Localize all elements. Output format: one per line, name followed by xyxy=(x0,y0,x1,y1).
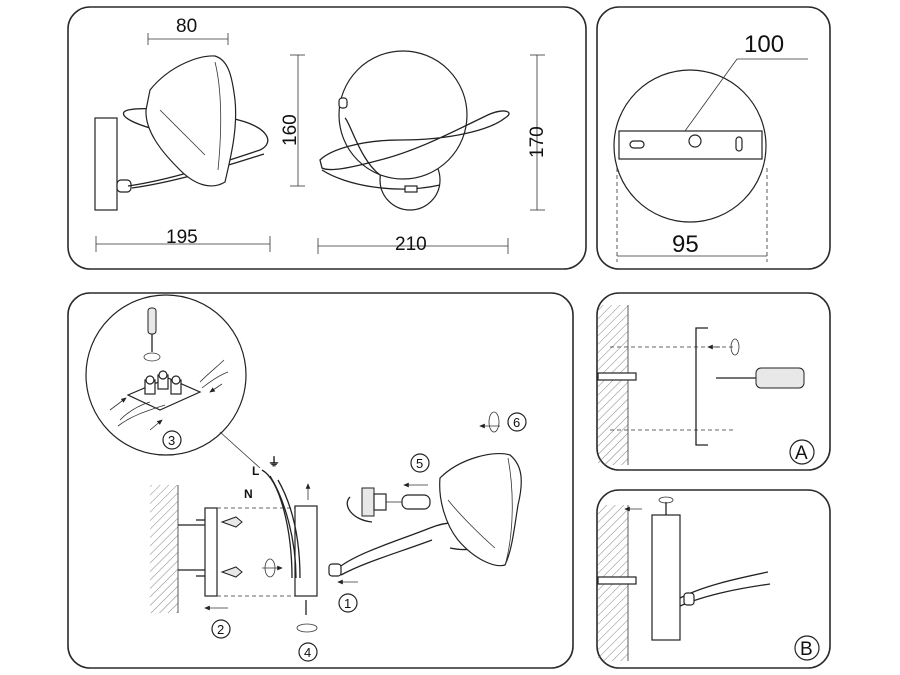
detail-b-label: B xyxy=(800,639,813,660)
dim-depth-side: 195 xyxy=(166,227,198,248)
detail-a-view: A xyxy=(597,305,815,465)
step-2-marker xyxy=(211,619,231,639)
wire-label-live: L xyxy=(252,464,259,478)
step-1-label: 1 xyxy=(344,596,351,611)
mounting-plate-view: 100 95 xyxy=(613,31,808,262)
step-5-marker xyxy=(410,453,430,473)
wire-label-ground: ⏚ xyxy=(268,455,280,469)
dim-width-front: 210 xyxy=(395,234,427,255)
dim-height-side: 160 xyxy=(280,114,301,146)
step-1-marker xyxy=(338,593,358,613)
step-5-label: 5 xyxy=(416,456,423,471)
dim-height-front: 170 xyxy=(527,126,548,158)
dim-plate-diameter: 100 xyxy=(744,31,784,58)
side-view: 80 160 195 xyxy=(94,16,305,252)
detail-a-marker xyxy=(789,439,815,465)
step-6-marker xyxy=(507,412,527,432)
step-3-marker xyxy=(162,430,182,450)
dim-shade-width: 80 xyxy=(176,16,197,37)
detail-b-marker xyxy=(794,635,820,661)
step-6-label: 6 xyxy=(513,415,520,430)
detail-a-label: A xyxy=(795,443,808,464)
step-3-label: 3 xyxy=(168,433,175,448)
wire-label-neutral: N xyxy=(244,487,253,501)
lamp-shade xyxy=(439,452,522,567)
step-4-label: 4 xyxy=(304,645,311,660)
detail-a-panel xyxy=(596,292,831,471)
dimensions-panel xyxy=(67,6,587,270)
dim-plate-depth: 95 xyxy=(672,231,699,258)
step-2-label: 2 xyxy=(217,622,224,637)
detail-b-view: B xyxy=(597,496,820,661)
wall-section xyxy=(150,485,178,613)
installation-view: 3 2 ⏚ N L 4 xyxy=(85,294,527,662)
step-4-marker xyxy=(298,642,318,662)
front-view: 170 210 xyxy=(317,50,548,255)
